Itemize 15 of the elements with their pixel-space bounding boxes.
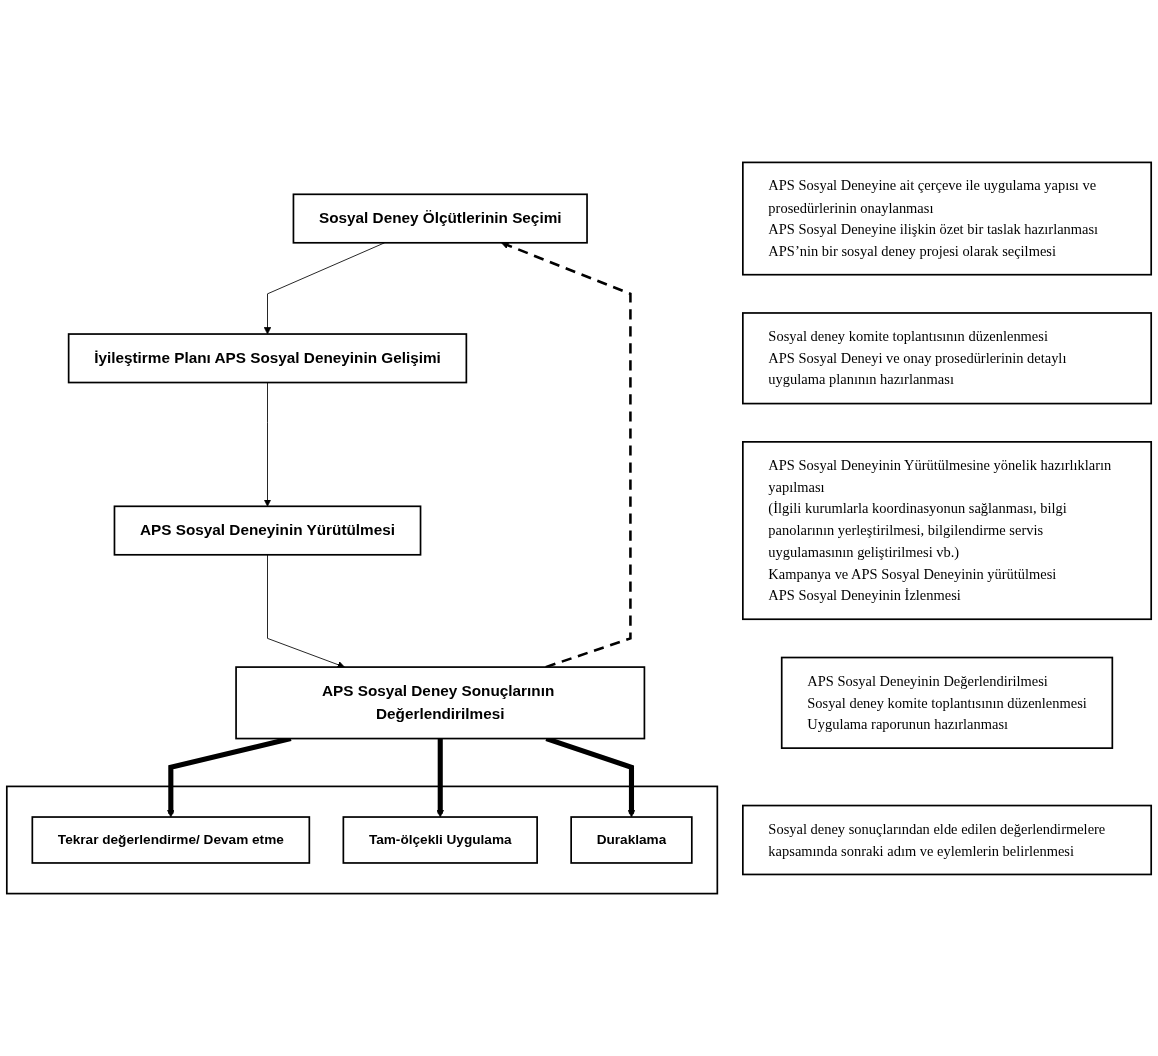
cluster xyxy=(5,785,719,895)
node-box: APS Sosyal Deney Sonuçlarının Değerlendirilmesi xyxy=(235,666,646,740)
node-box: APS Sosyal Deneyine ait çerçeve ile uygulama yapısı ve prosedürlerinin onaylanması APS Sosyal Deneyine ilişkin özet bir taslak hazırlanması APS’nin bir sosyal deney projesi olarak seçilmesi xyxy=(742,161,1153,276)
node-box: APS Sosyal Deneyinin Değerlendirilmesi Sosyal deney komite toplantısının düzenlenmesi Uygulama raporunun hazırlanması xyxy=(780,656,1114,749)
node-box: Tekrar değerlendirme/ Devam etme xyxy=(31,816,311,864)
arrow xyxy=(436,738,444,818)
node-box: APS Sosyal Deneyinin Yürütülmesine yönelik hazırlıkların yapılması (İlgili kurumlarla koordinasyonun sağlanması, bilgi panolarının yerleştirilmesi, bilgilendirme servis uygulamasının geliştirilmesi vb.) Kampanya ve APS Sosyal Deneyinin yürütülmesi APS Sosyal Deneyinin İzlenmesi xyxy=(742,441,1153,621)
arrow xyxy=(501,241,632,669)
node-box: Duraklama xyxy=(570,816,693,864)
node-box: Sosyal deney komite toplantısının düzenlenmesi APS Sosyal Deneyi ve onay prosedürlerinin detaylı uygulama planının hazırlanması xyxy=(742,312,1153,405)
node-box: İyileştirme Planı APS Sosyal Deneyinin Gelişimi xyxy=(67,333,468,384)
node-box: Sosyal Deney Ölçütlerinin Seçimi xyxy=(292,193,588,244)
node-box: APS Sosyal Deneyinin Yürütülmesi xyxy=(113,505,422,556)
node-box: Tam-ölçekli Uygulama xyxy=(342,816,538,864)
node-box: Sosyal deney sonuçlarından elde edilen değerlendirmelere kapsamında sonraki adım ve eylemlerin belirlenmesi xyxy=(742,804,1153,876)
